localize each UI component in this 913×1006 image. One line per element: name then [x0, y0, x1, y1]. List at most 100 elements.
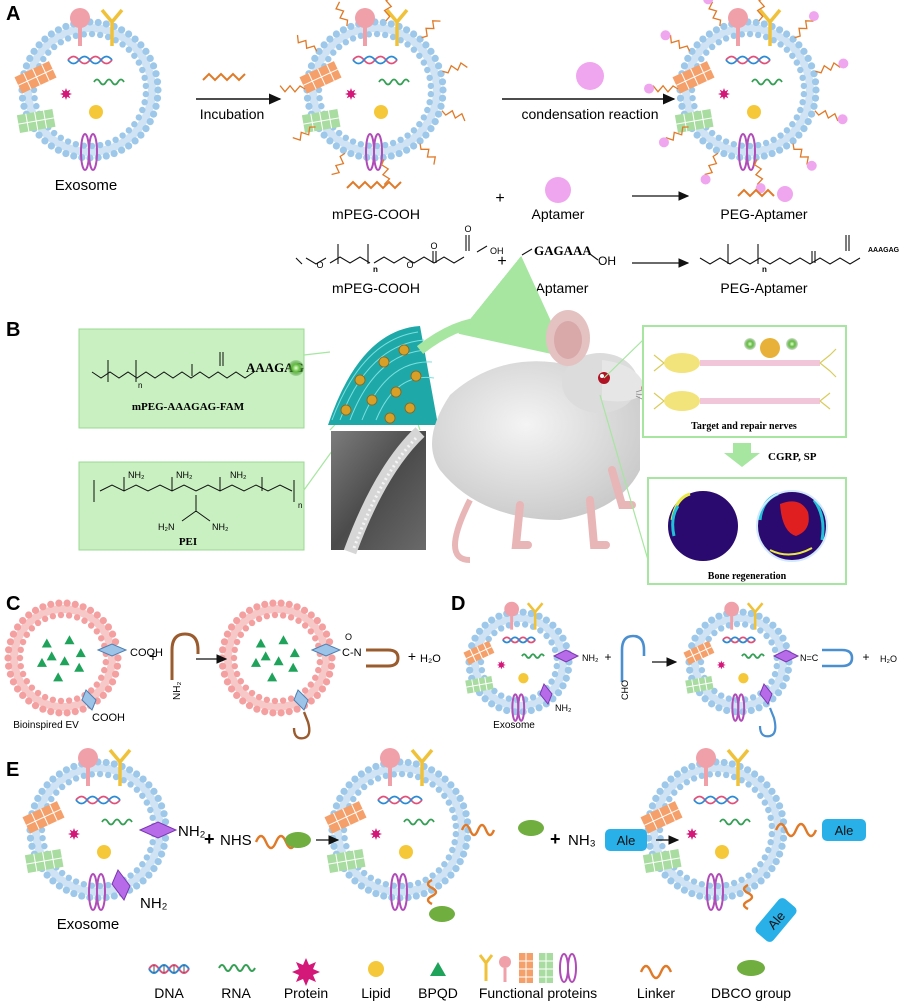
neurons	[653, 338, 837, 411]
nerve-caption: Target and repair nerves	[691, 421, 797, 432]
exosome-label-e: Exosome	[57, 916, 120, 933]
amide-o: O	[345, 632, 352, 642]
legend-dbco: DBCO group	[711, 985, 791, 1001]
cooh-label-1: COOH	[130, 647, 163, 659]
scaffold-fibers	[328, 326, 438, 425]
panel-c: Bioinspired EV COOH COOH + NH₂ C-N O + H…	[4, 599, 441, 740]
nhs-dbco-icon	[285, 832, 311, 848]
pei-nh2-1: NH₂	[128, 470, 145, 480]
exosome-a1	[14, 8, 162, 171]
water-d: H₂O	[880, 654, 897, 664]
nh2-receptor-d2	[539, 683, 553, 705]
delivery-arrow	[416, 255, 568, 358]
nh2-label-e1: NH₂	[178, 823, 206, 840]
ale-label-e3-1: Ale	[835, 823, 854, 838]
panel-d: Exosome NH₂ NH₂ + CHO N=C + H₂O	[463, 601, 897, 738]
mpeg-fam-box	[78, 328, 305, 429]
formula-o-2: O	[406, 260, 413, 270]
ale-label-reagent: Ale	[617, 833, 636, 848]
formula-label-mpeg-cooh: mPEG-COOH	[332, 280, 420, 296]
imine-receptor-1	[772, 649, 800, 663]
panel-letter-d: D	[451, 593, 465, 615]
pei-caption: PEI	[179, 536, 197, 548]
nh2-label-c: NH₂	[172, 682, 183, 700]
connector-nerve	[603, 339, 644, 379]
panel-b: n AAAGAG mPEG-AAAGAG-FAM NH₂ NH₂ NH₂ NH₂…	[78, 255, 847, 585]
bioinspired-ev-2	[218, 599, 336, 717]
dbco-e2-1	[518, 820, 544, 836]
pei-structure	[93, 477, 295, 522]
panel-a: Exosome Incubation condensation reaction…	[14, 0, 900, 296]
exosome-d2	[683, 601, 793, 722]
formula-mpeg-cooh	[295, 235, 488, 265]
scaffold-particles	[340, 344, 422, 424]
panel-letter-c: C	[6, 593, 20, 615]
legend-bpqd: BPQD	[418, 985, 458, 1001]
formula-n-2: n	[762, 265, 767, 274]
amide-receptor-2	[293, 689, 309, 711]
amide-label: C-N	[342, 647, 362, 659]
aptamer-ball-icon	[576, 62, 604, 90]
formula-aptamer-oh-bond	[589, 253, 599, 261]
legend-linker: Linker	[637, 985, 675, 1001]
down-arrow	[724, 443, 760, 467]
peg-chain-icon	[202, 72, 246, 82]
formula-aptamer-seq: GAGAAA	[534, 243, 592, 258]
legend-linker-icon	[639, 964, 673, 980]
nh3-label: NH₃	[568, 832, 596, 849]
nh2-label-d2: NH₂	[555, 703, 572, 713]
formula-plus: +	[497, 253, 506, 270]
mpeg-fam-n: n	[138, 381, 142, 390]
hairpin-aptamer-d-icon	[620, 634, 646, 682]
label-condensation: condensation reaction	[522, 106, 659, 122]
exosome-label-a: Exosome	[55, 177, 118, 194]
cooh-label-2: COOH	[92, 712, 125, 724]
legend-functional-proteins: Functional proteins	[479, 985, 597, 1001]
pei-box	[78, 461, 305, 551]
nano-particle-icon	[760, 338, 780, 358]
hairpin-aptamer-icon	[170, 632, 200, 680]
ale-tag-e3-2: Ale	[755, 898, 797, 942]
legend-dna-icon	[148, 964, 190, 974]
arrow-label-cgrp-sp: CGRP, SP	[768, 451, 817, 463]
imine-receptor-2	[759, 683, 773, 705]
linker-e2-1	[460, 823, 496, 837]
formula-n-1: n	[373, 265, 378, 274]
bioinspired-ev-1	[4, 599, 122, 717]
exosome-e2	[324, 748, 472, 911]
pei-nh2-2: NH₂	[176, 470, 193, 480]
scheme-aptamer-icon	[545, 177, 571, 203]
dbco-e2-2	[429, 906, 455, 922]
conjugated-aptamer-2	[292, 711, 311, 740]
legend-rna: RNA	[221, 985, 251, 1001]
panel-letter-b: B	[6, 319, 20, 341]
nhs-label: NHS	[220, 832, 252, 849]
conjugated-aptamer-1	[366, 648, 400, 668]
plus-d-2: +	[862, 650, 869, 664]
pei-n: n	[298, 501, 302, 510]
panel-e: Exosome NH₂ NH₂ + NHS + NH₃ Ale Ale Ale	[22, 748, 866, 942]
water-c: H₂O	[420, 653, 441, 665]
panel-letter-e: E	[6, 759, 19, 781]
mpeg-fam-caption: mPEG-AAAGAG-FAM	[132, 401, 245, 413]
formula-oh: OH	[490, 246, 504, 256]
connector-mpeg	[303, 351, 331, 356]
plus-e-2: +	[550, 829, 561, 849]
legend-bpqd-icon	[430, 962, 446, 976]
bone-caption: Bone regeneration	[708, 571, 787, 582]
legend-protein-icon	[292, 958, 320, 986]
exosome-a2	[279, 0, 468, 186]
plus-e-1: +	[204, 829, 215, 849]
legend-lipid-icon	[368, 961, 384, 977]
connector-bone	[599, 394, 649, 561]
imine-label: N=C	[800, 653, 819, 663]
scheme-aptamer: Aptamer	[532, 206, 585, 222]
cho-label: CHO	[620, 680, 630, 700]
legend-lipid: Lipid	[361, 985, 391, 1001]
linker-e3-1	[774, 822, 818, 838]
legend-functional-proteins-icon	[478, 953, 577, 983]
cooh-receptor-2	[81, 689, 97, 711]
nh2-label-d1: NH₂	[582, 653, 599, 663]
exosome-label-d: Exosome	[493, 720, 535, 731]
